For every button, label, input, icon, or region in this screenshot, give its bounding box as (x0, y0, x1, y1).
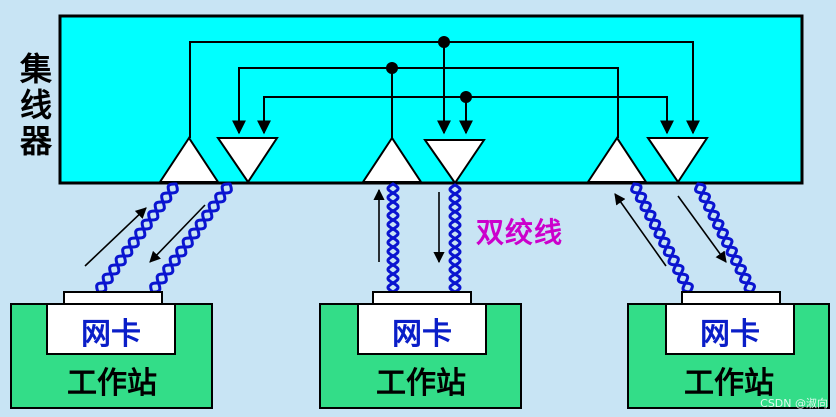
twisted-pair-strand-4-2 (448, 183, 462, 294)
twisted-pair-strand-2-2 (149, 182, 233, 294)
arrow-up-1 (84, 207, 147, 267)
arrow-up-3 (614, 193, 667, 267)
arrow-down-1 (149, 204, 206, 263)
bus-junctions (386, 36, 472, 103)
nic-label: 网卡 (392, 317, 452, 352)
hub-label-char: 线 (19, 86, 52, 124)
nic-box-3 (665, 303, 795, 355)
bus-line-inner-right (392, 96, 674, 135)
nic-connector-3 (681, 291, 781, 305)
port-up-3 (586, 136, 648, 183)
workstations (10, 291, 830, 409)
bus-line-middle (232, 67, 619, 138)
workstation-label: 工作站 (67, 366, 157, 401)
twisted-pair-strand-5-2 (632, 182, 692, 294)
twisted-pair-strand-6-2 (696, 182, 754, 294)
arrow-down-3 (677, 195, 727, 263)
twisted-pair-strand-3-2 (386, 182, 400, 294)
nic-box-1 (46, 303, 176, 355)
port-up-1 (158, 136, 220, 183)
port-down-3 (646, 137, 709, 184)
nic-box-2 (357, 303, 487, 355)
port-up-2 (361, 136, 423, 183)
signal-direction-arrows (84, 188, 727, 267)
watermark-text: CSDN @淑向 (760, 397, 828, 410)
junction-dot (386, 62, 398, 74)
bus-line-inner-left (257, 96, 392, 135)
port-down-1 (216, 137, 279, 184)
nic-connector-1 (63, 291, 163, 305)
workstation-label: 工作站 (684, 366, 774, 401)
hub-label-char: 器 (19, 122, 52, 160)
hub-label-char: 集 (19, 50, 52, 88)
nic-label: 网卡 (700, 317, 760, 352)
junction-dot (460, 91, 472, 103)
junction-dot (438, 36, 450, 48)
workstation-label: 工作站 (376, 366, 466, 401)
hub-ports (158, 136, 709, 185)
twisted-pair-cables (95, 182, 757, 294)
nic-label: 网卡 (81, 317, 141, 352)
twisted-pair-strand-1-2 (95, 182, 179, 294)
twisted-pair-label: 双绞线 (476, 216, 564, 249)
port-down-2 (423, 139, 486, 185)
nic-connector-2 (372, 291, 472, 305)
